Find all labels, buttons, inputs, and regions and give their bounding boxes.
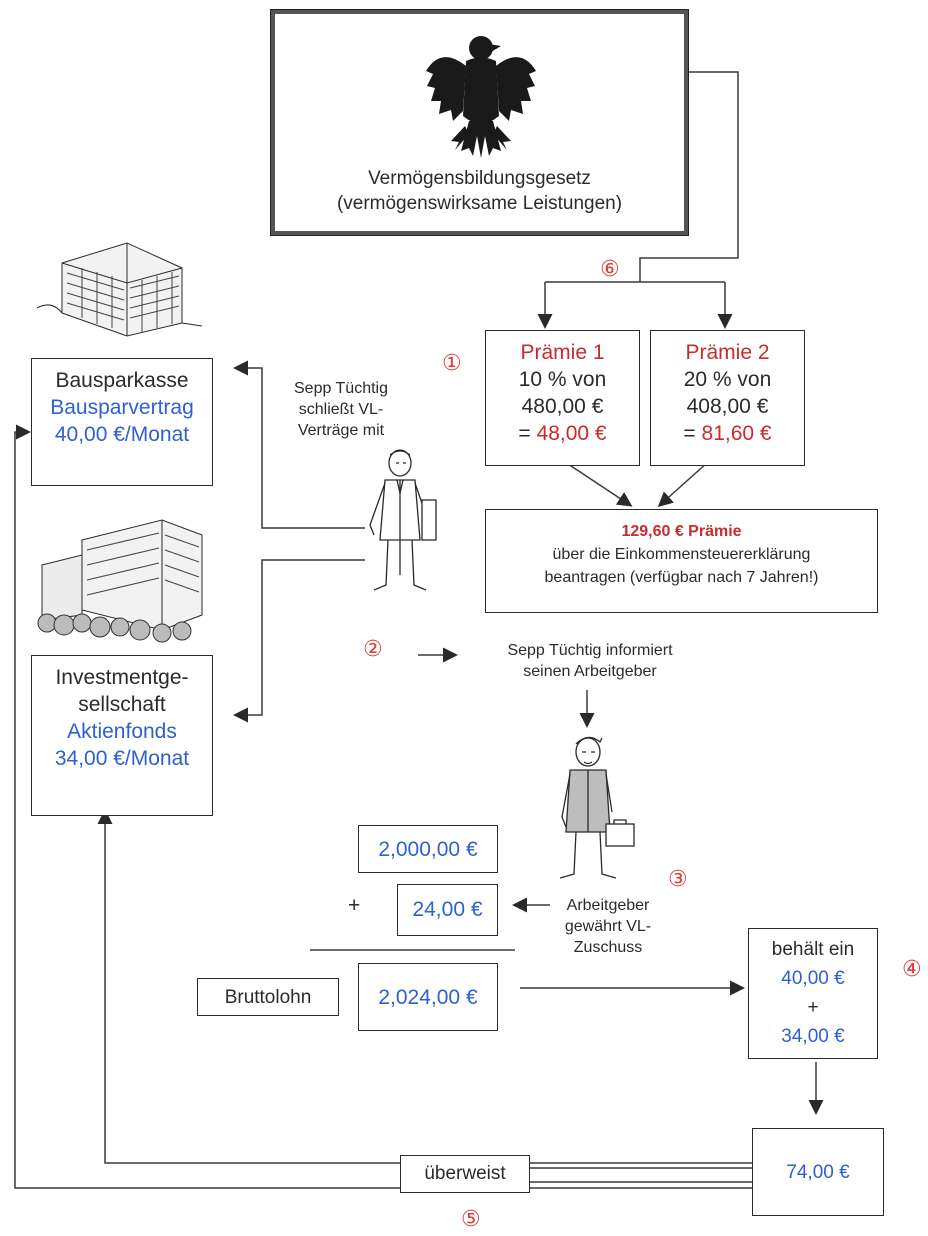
bausparkasse-title: Bausparkasse: [55, 369, 189, 392]
transfer-label-box: überweist: [400, 1155, 530, 1193]
praemie1-rate: 10 % von: [518, 368, 607, 391]
step-2-marker: ②: [363, 637, 383, 662]
praemie1-base: 480,00 €: [521, 395, 604, 418]
praemie2-title: Prämie 2: [685, 341, 770, 364]
sepp-text-line3: Verträge mit: [297, 422, 385, 439]
investment-building-image: [37, 519, 203, 643]
praemie2-value: 81,60 €: [701, 422, 772, 445]
total-praemie-line1: über die Einkommensteuererklärung: [552, 546, 811, 563]
withhold-box: behält ein 40,00 € + 34,00 €: [748, 928, 878, 1059]
gross-salary-value: 2,024,00 €: [378, 986, 478, 1009]
aktienfonds-label: Aktienfonds: [67, 720, 177, 743]
transfer-label: überweist: [424, 1163, 506, 1184]
gross-label: Bruttolohn: [224, 987, 312, 1008]
investment-amount: 34,00 €/Monat: [54, 747, 190, 770]
inform-text-line1: Sepp Tüchtig informiert: [507, 642, 673, 659]
praemie2-result: = 81,60 €: [651, 420, 804, 447]
total-praemie-line2: beantragen (verfügbar nach 7 Jahren!): [544, 569, 819, 586]
bausparkasse-box: Bausparkasse Bausparvertrag 40,00 €/Mona…: [31, 358, 213, 486]
praemie1-title: Prämie 1: [520, 341, 605, 364]
inform-text-line2: seinen Arbeitgeber: [523, 663, 657, 680]
law-subtitle: (vermögenswirksame Leistungen): [336, 193, 623, 214]
sepp-text-line1: Sepp Tüchtig: [294, 380, 388, 397]
law-box: Vermögensbildungsgesetz (vermögenswirksa…: [270, 9, 689, 236]
employer-text-line3: Zuschuss: [573, 939, 643, 956]
employer-figure-image: [559, 736, 635, 879]
total-praemie-title: 129,60 € Prämie: [621, 523, 742, 540]
praemie1-value: 48,00 €: [536, 422, 607, 445]
step-4-marker: ④: [902, 957, 922, 982]
withhold-title: behält ein: [771, 939, 855, 960]
employer-text-line2: gewährt VL-: [564, 918, 652, 935]
sepp-text-line2: schließt VL-: [298, 401, 384, 418]
investment-title-line2: sellschaft: [78, 693, 166, 716]
plus-sign: +: [348, 894, 361, 917]
gross-label-box: Bruttolohn: [197, 978, 339, 1016]
law-title: Vermögensbildungsgesetz: [368, 168, 591, 189]
withhold-amount1: 40,00 €: [781, 968, 845, 989]
step-3-marker: ③: [668, 867, 688, 892]
bausparvertrag-label: Bausparvertrag: [50, 396, 194, 419]
praemie1-box: Prämie 1 10 % von 480,00 € = 48,00 €: [485, 330, 640, 466]
bonus-value: 24,00 €: [412, 898, 483, 921]
employer-text-line1: Arbeitgeber: [566, 897, 650, 914]
step-6-marker: ⑥: [600, 257, 620, 282]
investment-title-line1: Investmentge-: [55, 666, 189, 689]
withhold-amount2: 34,00 €: [781, 1026, 845, 1047]
transfer-amount-value: 74,00 €: [786, 1162, 850, 1183]
bausparkasse-building-image: [36, 242, 203, 337]
praemie2-base: 408,00 €: [686, 395, 769, 418]
praemie2-equals: =: [683, 422, 702, 445]
base-salary-value: 2,000,00 €: [378, 838, 478, 861]
praemie1-equals: =: [518, 422, 537, 445]
sepp-figure-image: [369, 449, 437, 591]
praemie2-rate: 20 % von: [683, 368, 772, 391]
base-salary-box: 2,000,00 €: [358, 825, 498, 873]
step-5-marker: ⑤: [461, 1207, 481, 1232]
withhold-plus: +: [807, 997, 819, 1018]
praemie1-result: = 48,00 €: [486, 420, 639, 447]
bausparkasse-amount: 40,00 €/Monat: [54, 423, 190, 446]
step-1-marker: ①: [442, 351, 462, 376]
praemie2-box: Prämie 2 20 % von 408,00 € = 81,60 €: [650, 330, 805, 466]
investment-box: Investmentge- sellschaft Aktienfonds 34,…: [31, 655, 213, 816]
bonus-box: 24,00 €: [397, 884, 498, 936]
gross-salary-box: 2,024,00 €: [358, 963, 498, 1031]
transfer-amount-box: 74,00 €: [752, 1128, 884, 1216]
eagle-icon: [426, 36, 536, 158]
total-praemie-box: 129,60 € Prämie über die Einkommensteuer…: [485, 509, 878, 613]
